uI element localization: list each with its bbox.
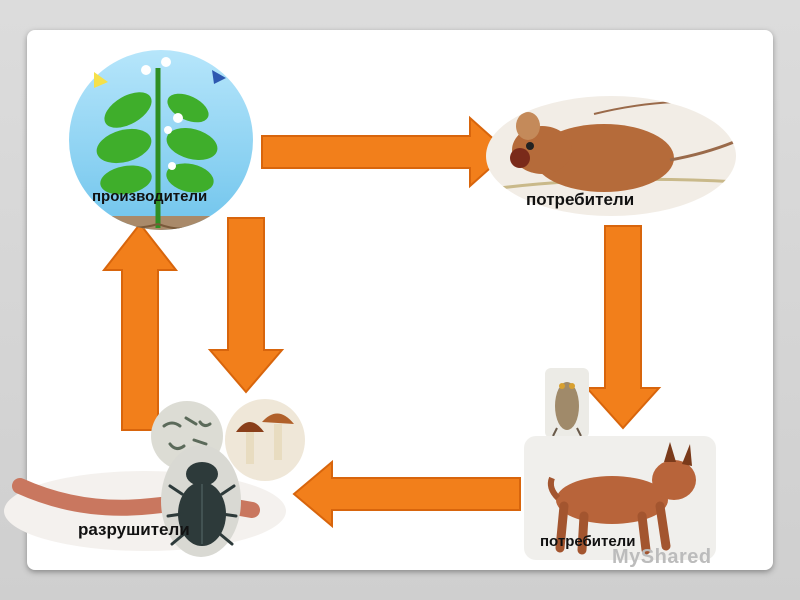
watermark-text: MyShared <box>612 546 712 568</box>
decomposers-mushrooms-image <box>225 399 305 481</box>
consumer-2-label: потребители <box>540 533 636 550</box>
consumer-owl-image <box>545 368 589 438</box>
decomposers-label: разрушители <box>78 520 190 539</box>
producers-plant-image <box>69 50 253 230</box>
arrow-producers-to-decomposers <box>207 217 285 394</box>
consumer-mouse-image <box>486 96 736 216</box>
arrow-producers-to-consumer <box>261 115 510 189</box>
decomposers-beetle-image <box>161 445 241 557</box>
arrow-consumer-to-decomposers <box>292 459 521 529</box>
consumer-lynx-image <box>524 436 716 560</box>
arrow-decomposers-to-producers <box>101 222 179 431</box>
producers-label: производители <box>92 188 208 205</box>
arrow-consumer-to-consumer <box>584 225 662 430</box>
consumer-1-label: потребители <box>526 190 635 209</box>
